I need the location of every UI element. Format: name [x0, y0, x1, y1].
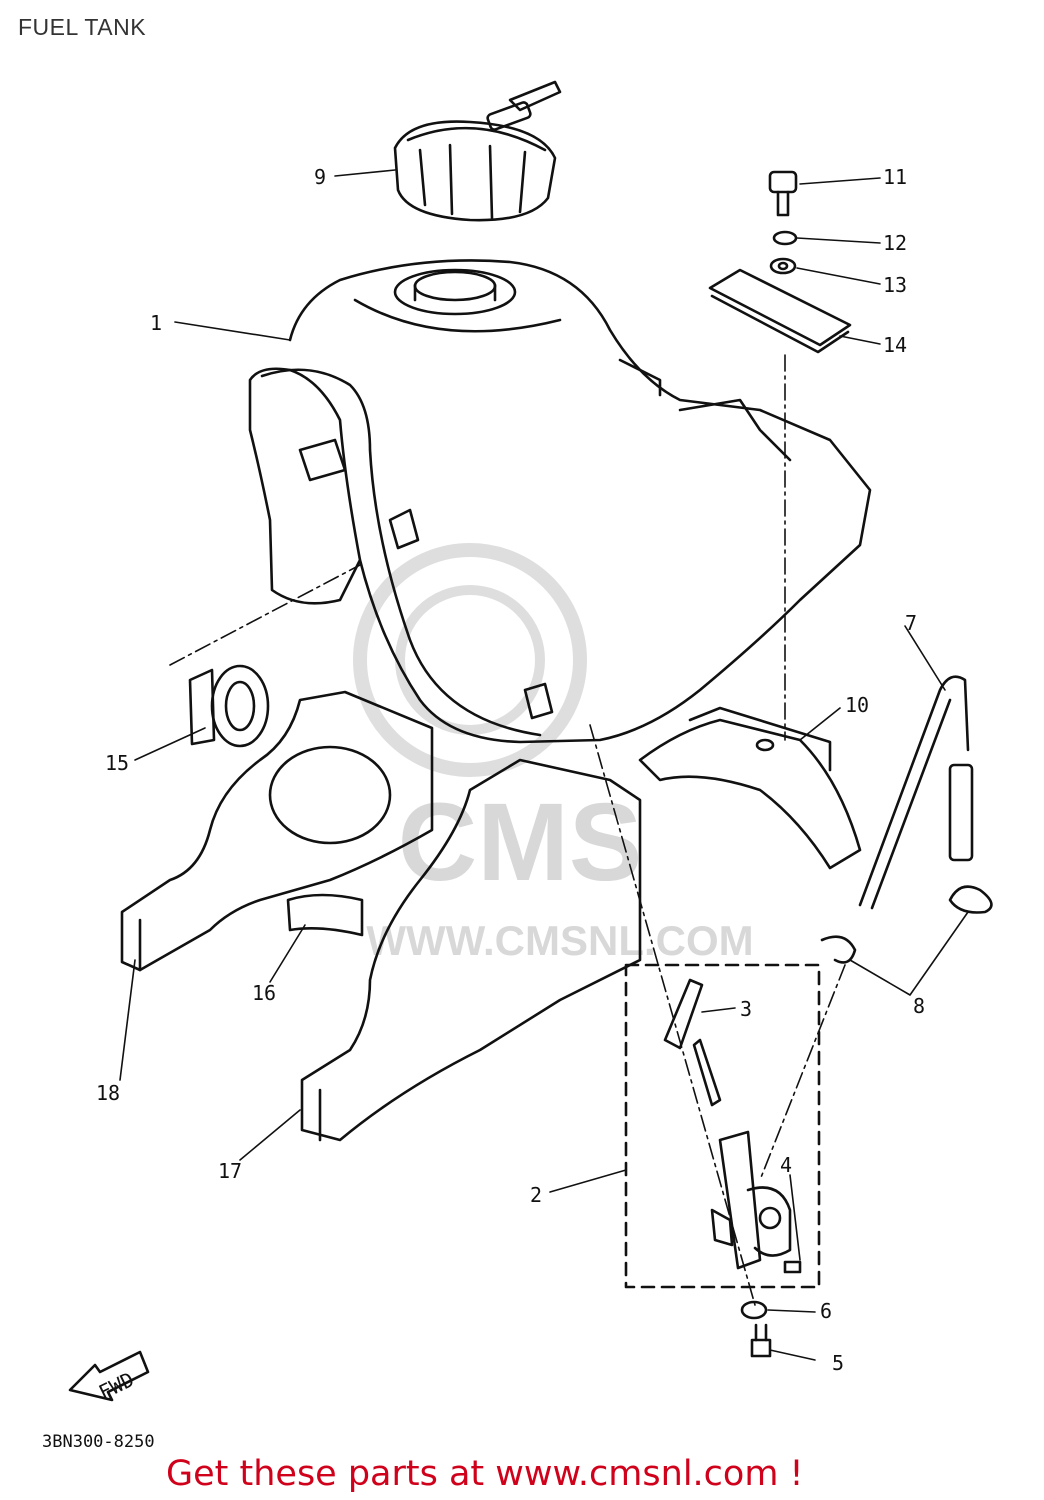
fuel-tank-drawing	[248, 259, 872, 744]
grommet-drawing	[188, 664, 270, 748]
side-cover-left-drawing	[120, 690, 434, 972]
callout-1: 1	[150, 311, 162, 335]
callout-15: 15	[105, 751, 129, 775]
callout-17: 17	[218, 1159, 242, 1183]
callout-9: 9	[314, 165, 326, 189]
callout-12: 12	[883, 231, 907, 255]
assembly-lines	[169, 354, 846, 1306]
watermark-brand: CMS	[398, 781, 642, 904]
callout-5: 5	[832, 1351, 844, 1375]
rear-damper-drawing	[638, 706, 862, 870]
watermark: CMS WWW.CMSNL.COM	[353, 543, 754, 964]
callout-16: 16	[252, 981, 276, 1005]
diagram-code: 3BN300-8250	[42, 1432, 155, 1452]
callout-6: 6	[820, 1299, 832, 1323]
callout-10: 10	[845, 693, 869, 717]
page-title: FUEL TANK	[18, 14, 147, 40]
fuel-cock-assembly-drawing	[624, 963, 821, 1289]
callout-2: 2	[530, 1183, 542, 1207]
leader-lines	[119, 169, 969, 1361]
forward-direction-arrow	[68, 1350, 150, 1402]
watermark-site: WWW.CMSNL.COM	[366, 917, 753, 964]
callout-11: 11	[883, 165, 907, 189]
side-cover-right-drawing	[286, 758, 642, 1142]
callout-18: 18	[96, 1081, 120, 1105]
gasket-drawing	[740, 1300, 772, 1358]
fuel-hose-drawing	[858, 675, 974, 910]
fuel-cap-drawing	[393, 80, 562, 222]
callout-14: 14	[883, 333, 907, 357]
tank-fitting-band-drawing	[708, 170, 852, 354]
callout-13: 13	[883, 273, 907, 297]
hose-clip-drawing	[820, 885, 993, 964]
callout-8: 8	[913, 994, 925, 1018]
part-callouts: 1 2 3 4 5 6 7 8 9 10 11 12 13 14 15 16 1…	[95, 165, 925, 1405]
cta-link[interactable]: Get these parts at www.cmsnl.com !	[166, 1454, 804, 1494]
callout-7: 7	[905, 611, 917, 635]
callout-3: 3	[740, 997, 752, 1021]
callout-4: 4	[780, 1153, 792, 1177]
